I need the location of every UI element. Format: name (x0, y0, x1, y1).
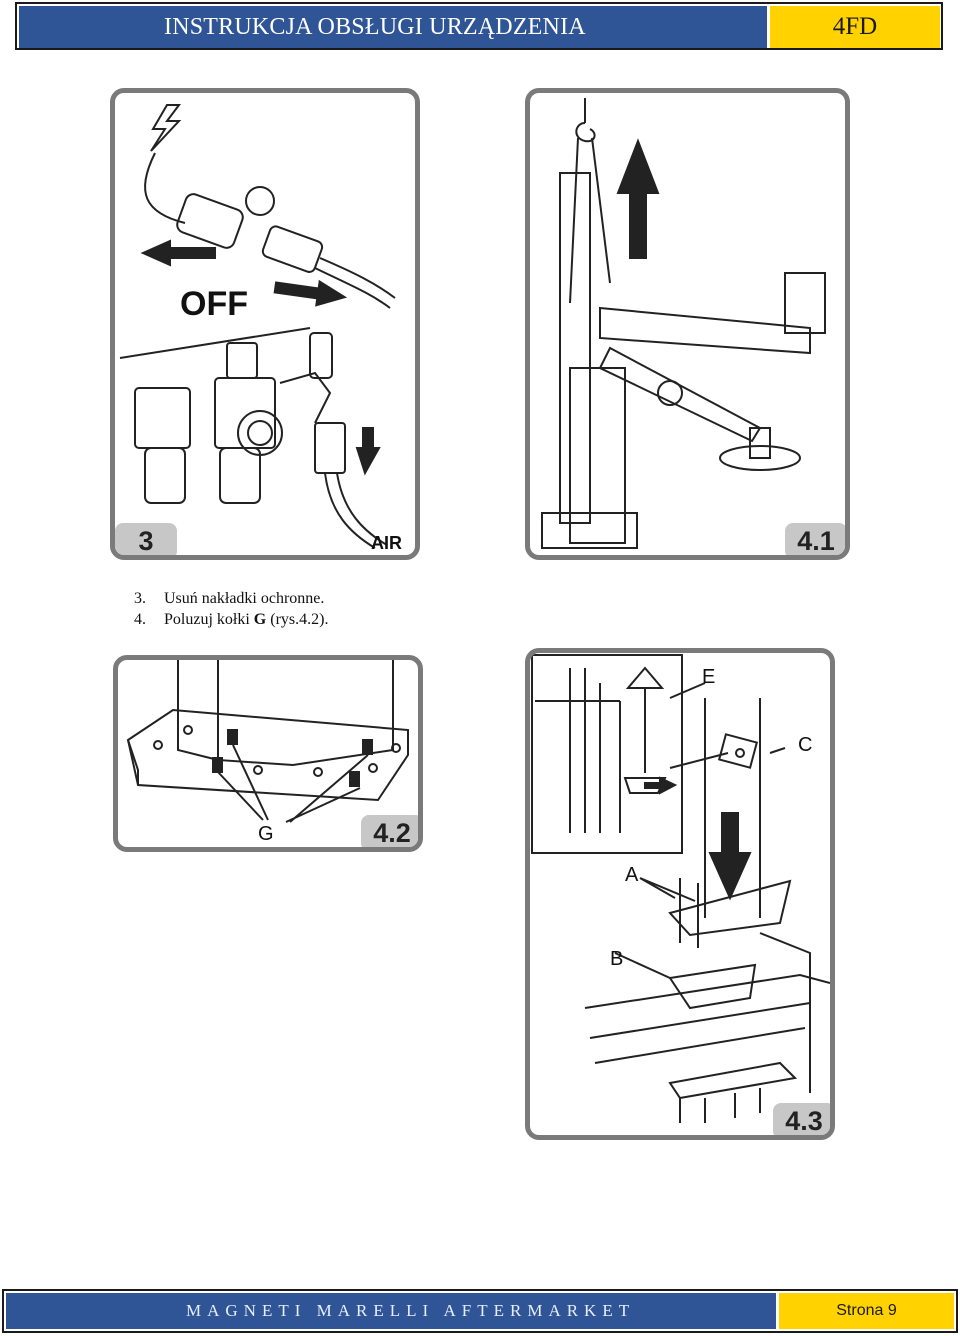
socket-plug (176, 193, 244, 249)
regulator-unit (214, 377, 276, 449)
figure-4-3-panel: E C A B 4.3 (525, 648, 835, 1140)
label-a: A (625, 864, 639, 886)
header-code: 4FD (770, 6, 940, 48)
inset-frame (531, 654, 683, 854)
press-arm (598, 346, 762, 443)
figure-4-1-panel: 4.1 (525, 88, 850, 560)
grub-screw (362, 739, 373, 755)
header-frame (15, 2, 943, 50)
figure-4-2-illustration: G (126, 660, 409, 845)
floor-plate (668, 1061, 798, 1100)
figure-3-illustration: OFF AIR (119, 104, 402, 553)
arrow-up-icon (616, 138, 660, 259)
footer-frame (2, 1289, 958, 1333)
column-post (177, 660, 394, 767)
grub-screw (227, 729, 238, 745)
rail (584, 973, 830, 1064)
label-c: C (798, 734, 812, 756)
base-flange (668, 879, 792, 937)
pin-head (625, 666, 665, 689)
header-title: INSTRUKCJA OBSŁUGI URZĄDZENIA (19, 6, 767, 48)
wall-line (119, 327, 311, 359)
male-plug (261, 225, 324, 273)
instruction-text: Poluzuj kołki (164, 611, 254, 628)
figure-badge: 4.1 (785, 523, 845, 555)
instruction-emphasis: G (253, 611, 267, 628)
column (704, 698, 761, 918)
footer-brand: MAGNETI MARELLI AFTERMARKET (6, 1293, 776, 1329)
figure-badge: 4.3 (773, 1103, 830, 1135)
arrow-left-icon (140, 239, 216, 267)
figure-4-1-illustration (541, 98, 826, 549)
label-g: G (258, 823, 274, 845)
leader-line (217, 744, 369, 823)
cover-plate-c (717, 733, 759, 769)
arrow-down-icon (355, 427, 381, 476)
label-e: E (702, 666, 715, 688)
figure-4-3-illustration: E C A B (531, 654, 830, 1123)
figure-3-panel: OFF AIR 3 (110, 88, 420, 560)
off-label: OFF (180, 285, 248, 323)
page-number: Strona 9 (779, 1293, 954, 1329)
lightning-icon (150, 104, 182, 152)
instructions: 3. Usuń nakładki ochronne. 4. Poluzuj kołk… (134, 588, 328, 630)
figure-badge: 3 (115, 523, 177, 555)
instruction-text: (rys.4.2). (266, 611, 329, 628)
label-b: B (610, 948, 623, 970)
horizontal-arm (599, 306, 811, 355)
arrow-down-icon (708, 812, 752, 901)
press-disc (719, 445, 801, 471)
base-plate (541, 512, 638, 549)
bolt-a (679, 878, 699, 948)
filter-unit-left (134, 387, 191, 449)
instruction-number: 4. (134, 611, 146, 628)
grub-screw (349, 771, 360, 787)
column-upper (559, 172, 591, 524)
instruction-number: 3. (134, 590, 146, 607)
leader-line (614, 682, 786, 979)
hook (575, 98, 596, 143)
instruction-item: 3. Usuń nakładki ochronne. (134, 588, 328, 609)
column-base (569, 367, 626, 544)
air-label: AIR (371, 533, 402, 553)
plate-b (668, 963, 757, 1010)
grub-screw (212, 757, 223, 773)
figure-4-2-panel: G 4.2 (113, 655, 423, 852)
arm-head (784, 272, 826, 334)
figure-badge: 4.2 (361, 815, 418, 847)
instruction-text: Usuń nakładki ochronne. (164, 590, 325, 607)
cable (144, 152, 186, 224)
arrow-right-icon (273, 279, 348, 307)
lifting-strap (569, 137, 611, 304)
instruction-item: 4. Poluzuj kołki G (rys.4.2). (134, 609, 328, 630)
